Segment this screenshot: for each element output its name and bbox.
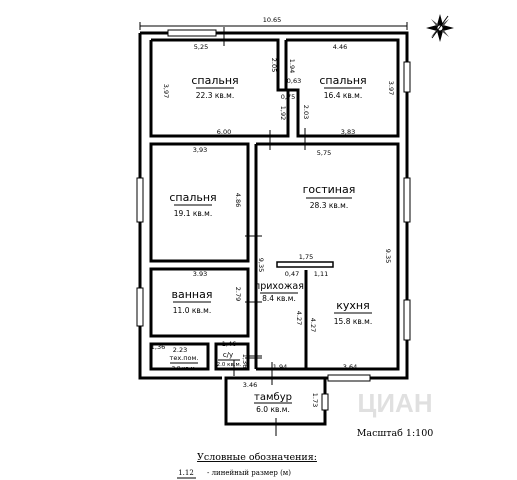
- watermark: ЦИАН: [357, 388, 432, 418]
- dimension-labels: 5,25 4.46 3,97 3.97 2.05 1.94 0,63 0,75 …: [151, 43, 395, 407]
- room-wc: с/у 2.0 кв.м.: [217, 351, 242, 368]
- dim-label: 3.93: [193, 270, 207, 278]
- room-living: гостиная 28.3 кв.м.: [303, 183, 356, 210]
- room-bedroom2: спальня 16.4 кв.м.: [319, 74, 366, 100]
- dim-label: 1,94: [273, 363, 287, 371]
- legend-sample-label: - линейный размер (м): [207, 469, 291, 477]
- room-kitchen: кухня 15.8 кв.м.: [334, 299, 372, 326]
- dim-label: 1,92: [279, 106, 287, 120]
- room-name: кухня: [336, 299, 369, 312]
- room-name: тамбур: [254, 392, 292, 403]
- dim-label: 4.27: [295, 311, 303, 325]
- dim-label: 3,97: [162, 84, 170, 98]
- room-area: 28.3 кв.м.: [310, 201, 348, 210]
- compass-icon: [426, 14, 454, 42]
- dim-label: 4.27: [309, 318, 317, 332]
- dim-label: 2.23: [173, 346, 187, 354]
- room-tech: тех.пом. 3.0 кв.м.: [170, 354, 199, 372]
- dim-label: 9.35: [384, 249, 392, 263]
- dim-label: 0,75: [281, 93, 295, 101]
- room-name: прихожая: [254, 281, 304, 292]
- dim-label: 3.97: [387, 81, 395, 95]
- room-hallway: прихожая 8.4 кв.м.: [254, 281, 304, 303]
- dim-label: 4.46: [333, 43, 347, 51]
- dim-label: 4.86: [234, 193, 242, 207]
- room-area: 15.8 кв.м.: [334, 317, 372, 326]
- room-bedroom1: спальня 22.3 кв.м.: [191, 74, 238, 100]
- room-name: спальня: [191, 74, 238, 87]
- dim-label: 1,36: [151, 343, 165, 351]
- room-name: спальня: [319, 74, 366, 87]
- dim-label: 3,64: [343, 363, 357, 371]
- partition: [276, 261, 334, 268]
- dim-label: 3,93: [193, 146, 207, 154]
- dim-label: 2.03: [302, 105, 310, 119]
- room-name: гостиная: [303, 183, 356, 196]
- dim-label: 1,46: [222, 340, 236, 348]
- dim-label: 1,75: [299, 253, 313, 261]
- legend-title: Условные обозначения:: [197, 452, 317, 463]
- room-area: 16.4 кв.м.: [324, 91, 362, 100]
- dim-label: 3,83: [341, 128, 355, 136]
- legend: Условные обозначения: 1.12 - линейный ра…: [177, 452, 317, 479]
- dim-label: 1,11: [314, 270, 328, 278]
- room-area: 11.0 кв.м.: [173, 306, 211, 315]
- room-bedroom3: спальня 19.1 кв.м.: [169, 191, 216, 218]
- room-vestibule: тамбур 6.0 кв.м.: [254, 392, 292, 414]
- room-area: 6.0 кв.м.: [256, 405, 290, 414]
- room-area: 19.1 кв.м.: [174, 209, 212, 218]
- room-area: 8.4 кв.м.: [262, 294, 296, 303]
- dim-label: 3.46: [243, 381, 257, 389]
- room-area: 22.3 кв.м.: [196, 91, 234, 100]
- dim-label: 2.79: [234, 287, 242, 301]
- room-name: тех.пом.: [170, 354, 199, 362]
- dim-label: 1.73: [311, 393, 319, 407]
- dim-label: 6.00: [217, 128, 231, 136]
- dim-label: 1.94: [288, 59, 296, 73]
- room-area: 3.0 кв.м.: [172, 366, 197, 372]
- dim-label: 5,25: [194, 43, 208, 51]
- dim-label: 9,35: [257, 258, 265, 272]
- room-name: ванная: [172, 288, 213, 301]
- windows: [136, 29, 411, 411]
- dim-label: 1,36: [241, 354, 249, 368]
- door-markers: [223, 27, 306, 436]
- overall-width-label: 10.65: [263, 16, 282, 24]
- scale-label: Масштаб 1:100: [357, 428, 434, 439]
- room-name: спальня: [169, 191, 216, 204]
- room-area: 2.0 кв.м.: [217, 362, 242, 368]
- dim-label: 5,75: [317, 149, 331, 157]
- dim-label: 2.05: [270, 58, 278, 72]
- room-bathroom: ванная 11.0 кв.м.: [172, 288, 213, 315]
- dim-label: 0,47: [285, 270, 299, 278]
- dim-label: 0,63: [287, 77, 301, 85]
- room-name: с/у: [223, 351, 233, 359]
- legend-sample-value: 1.12: [178, 469, 194, 477]
